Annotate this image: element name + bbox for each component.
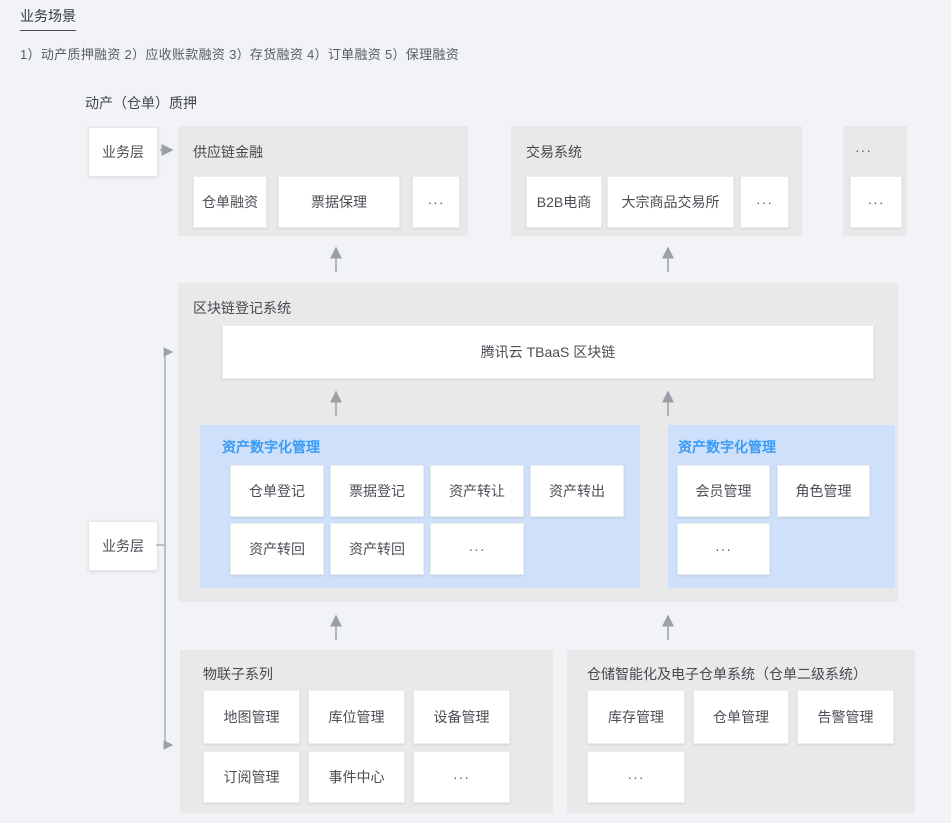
node-bill-registration: 票据登记	[330, 465, 424, 517]
panel-asset-digitization-left: 资产数字化管理 仓单登记 票据登记 资产转让 资产转出 资产转回 资产转回 ··…	[200, 425, 640, 588]
panel-blockchain-registry: 区块链登记系统 腾讯云 TBaaS 区块链 资产数字化管理 仓单登记 票据登记 …	[178, 283, 898, 602]
node-asset-transfer-back: 资产转回	[230, 523, 324, 575]
node-alert-management: 告警管理	[797, 690, 894, 744]
panel-title: 交易系统	[526, 144, 582, 160]
panel-title: 仓储智能化及电子仓单系统（仓单二级系统）	[587, 666, 867, 682]
business-layer-branch-connector	[156, 347, 174, 750]
node-more: ···	[412, 176, 460, 228]
node-more: ···	[740, 176, 789, 228]
node-more: ···	[413, 751, 510, 803]
node-location-management: 库位管理	[308, 690, 405, 744]
panel-title: 区块链登记系统	[193, 300, 291, 316]
node-subscription-management: 订阅管理	[203, 751, 300, 803]
node-device-management: 设备管理	[413, 690, 510, 744]
node-commodity-exchange: 大宗商品交易所	[607, 176, 734, 228]
node-receipt-registration: 仓单登记	[230, 465, 324, 517]
node-more: ···	[677, 523, 770, 575]
node-asset-transfer-out: 资产转出	[530, 465, 624, 517]
node-map-management: 地图管理	[203, 690, 300, 744]
node-b2b-ecommerce: B2B电商	[526, 176, 602, 228]
panel-title: ···	[855, 142, 872, 158]
business-layer-box-middle: 业务层	[88, 521, 158, 571]
section-label: 动产（仓单）质押	[85, 95, 197, 111]
panel-title: 资产数字化管理	[678, 439, 776, 455]
panel-iot-subsystem: 物联子系列 地图管理 库位管理 设备管理 订阅管理 事件中心 ···	[180, 650, 553, 813]
node-more: ···	[850, 176, 902, 228]
panel-title: 供应链金融	[193, 144, 263, 160]
node-more: ···	[587, 751, 685, 803]
node-member-management: 会员管理	[677, 465, 770, 517]
panel-trading-system: 交易系统 B2B电商 大宗商品交易所 ···	[511, 126, 802, 236]
panel-more-systems: ··· ···	[843, 126, 907, 236]
panel-title: 资产数字化管理	[222, 439, 320, 455]
node-tencent-tbaas-blockchain: 腾讯云 TBaaS 区块链	[222, 325, 874, 379]
node-bill-factoring: 票据保理	[278, 176, 400, 228]
node-receipt-management: 仓单管理	[693, 690, 789, 744]
panel-asset-digitization-right: 资产数字化管理 会员管理 角色管理 ···	[668, 425, 895, 588]
financing-scenarios-list: 1）动产质押融资 2）应收账款融资 3）存货融资 4）订单融资 5）保理融资	[20, 47, 459, 62]
panel-warehouse-system: 仓储智能化及电子仓单系统（仓单二级系统） 库存管理 仓单管理 告警管理 ···	[567, 650, 915, 813]
page-title: 业务场景	[20, 6, 76, 31]
node-event-center: 事件中心	[308, 751, 405, 803]
node-asset-transfer-back: 资产转回	[330, 523, 424, 575]
panel-supply-chain-finance: 供应链金融 仓单融资 票据保理 ···	[178, 126, 468, 236]
business-layer-box-top: 业务层	[88, 127, 158, 177]
node-inventory-management: 库存管理	[587, 690, 685, 744]
node-asset-transfer: 资产转让	[430, 465, 524, 517]
node-more: ···	[430, 523, 524, 575]
panel-title: 物联子系列	[203, 666, 273, 682]
node-role-management: 角色管理	[777, 465, 870, 517]
node-warehouse-receipt-financing: 仓单融资	[193, 176, 267, 228]
